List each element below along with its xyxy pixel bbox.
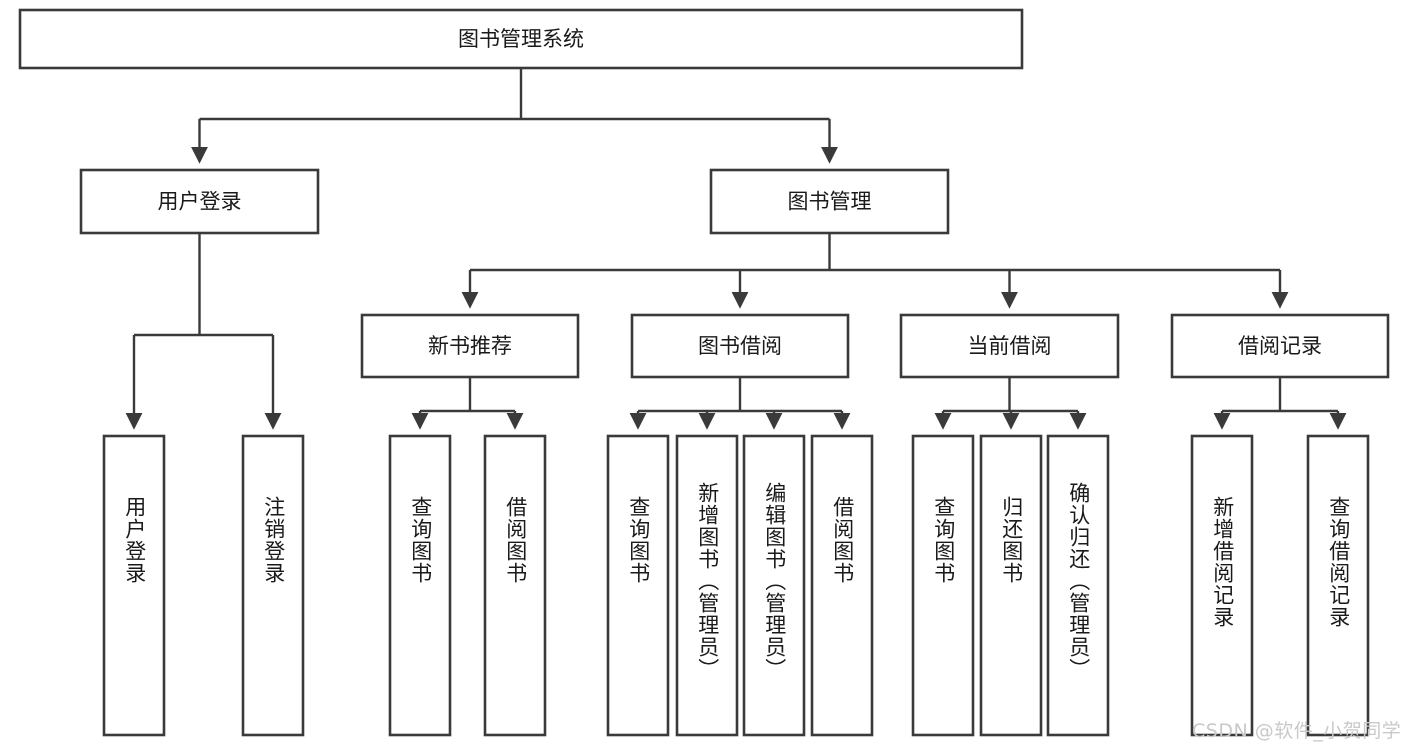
node-book-manage[interactable] [709,168,950,235]
node-new-book-rec[interactable] [360,313,580,379]
node-root-label: 图书管理系统 [458,27,584,51]
node-leaf-borrow-book-bb[interactable] [810,434,874,737]
node-current-borrow[interactable] [899,313,1120,379]
node-current-borrow-label: 当前借阅 [968,334,1052,358]
node-book-borrow[interactable] [630,313,850,379]
node-leaf-query-book-bb[interactable] [606,434,670,737]
node-new-book-rec-label: 新书推荐 [428,334,512,358]
csdn-watermark: CSDN @软件_小贺同学 [1192,720,1402,742]
node-book-manage-label: 图书管理 [788,190,872,214]
node-leaf-add-book[interactable] [675,434,739,737]
node-leaf-user-login[interactable] [102,434,166,737]
node-leaf-edit-book[interactable] [742,434,806,737]
node-leaf-borrow-book-rec[interactable] [483,434,547,737]
edges-layer [125,68,1347,430]
node-leaf-user-logout[interactable] [241,434,305,737]
node-user-login[interactable] [79,168,320,235]
node-leaf-query-record[interactable] [1306,434,1370,737]
node-leaf-query-book-cb[interactable] [911,434,975,737]
node-leaf-confirm-return[interactable] [1046,434,1110,737]
node-borrow-record-label: 借阅记录 [1238,334,1322,358]
node-user-login-label: 用户登录 [158,190,242,214]
node-book-borrow-label: 图书借阅 [698,334,782,358]
node-root[interactable] [18,8,1024,70]
node-leaf-add-record[interactable] [1190,434,1254,737]
node-borrow-record[interactable] [1170,313,1390,379]
node-leaf-query-book-rec[interactable] [388,434,452,737]
node-leaf-return-book[interactable] [979,434,1043,737]
